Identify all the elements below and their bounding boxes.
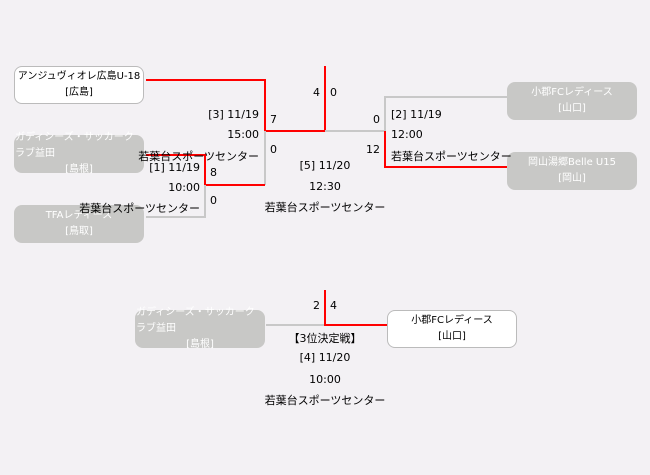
m3-label: [3] 11/19 [208,108,259,121]
m1-score-bottom: 0 [210,194,217,207]
team-pref: [島根] [186,339,214,350]
m3-score-top: 7 [270,113,277,126]
m4-time: 10:00 [309,373,341,386]
m3-score-bottom: 0 [270,143,277,156]
team-box-yamaguchi[interactable]: 小郡FCレディース [山口] [507,82,637,120]
m2-venue: 若葉台スポーツセンター [391,150,512,163]
m5-label: [5] 11/20 [299,159,351,172]
team-name: 小郡FCレディース [411,315,493,326]
team-pref: [広島] [65,87,93,98]
team-name: アンジュヴィオレ広島U-18 [17,71,141,82]
m4-score-right: 4 [330,299,337,312]
team-pref: [山口] [558,103,586,114]
m3-venue: 若葉台スポーツセンター [138,150,259,163]
line-tottori [146,185,206,218]
team-box-okayama[interactable]: 岡山湯郷Belle U15 [岡山] [507,152,637,190]
m4-score-left: 2 [313,299,320,312]
team-box-shimane[interactable]: ガディシーズ・サッカークラブ益田 [島根] [14,132,144,175]
team-name: 小郡FCレディース [531,87,613,98]
m2-time: 12:00 [391,128,423,141]
team-box-hiroshima[interactable]: アンジュヴィオレ広島U-18 [広島] [14,66,144,104]
m1-time: 10:00 [168,181,200,194]
m2-score-bottom: 12 [366,143,380,156]
team-pref: [山口] [438,331,466,342]
m4-title: 【3位決定戦】 [288,332,362,345]
team-pref: [鳥取] [65,226,93,237]
m5-time: 12:30 [309,180,341,193]
team-box-yamaguchi-3rd[interactable]: 小郡FCレディース [山口] [387,310,517,348]
m5-score-right: 0 [330,86,337,99]
line-okayama [384,131,507,168]
line-yamaguchi [384,96,507,131]
m2-score-top: 0 [373,113,380,126]
m5-score-left: 4 [313,86,320,99]
line-3rd-right [324,290,387,326]
m4-label: [4] 11/20 [299,351,351,364]
m1-score-top: 8 [210,166,217,179]
m4-venue: 若葉台スポーツセンター [264,394,386,407]
m2-label: [2] 11/19 [391,108,442,121]
m1-label: [1] 11/19 [149,161,200,174]
team-name: ガディシーズ・サッカークラブ益田 [136,307,255,334]
m1-venue: 若葉台スポーツセンター [79,202,200,215]
team-box-shimane-3rd[interactable]: ガディシーズ・サッカークラブ益田 [島根] [135,307,265,350]
m3-time: 15:00 [227,128,259,141]
team-name: ガディシーズ・サッカークラブ益田 [15,132,134,159]
team-pref: [岡山] [558,173,586,184]
team-pref: [島根] [65,164,93,175]
m5-venue: 若葉台スポーツセンター [264,201,386,214]
team-name: 岡山湯郷Belle U15 [528,157,616,168]
team-box-tottori[interactable]: TFAレディース [鳥取] [14,205,144,243]
team-name: TFAレディース [45,210,113,221]
line-shimane [146,154,265,186]
